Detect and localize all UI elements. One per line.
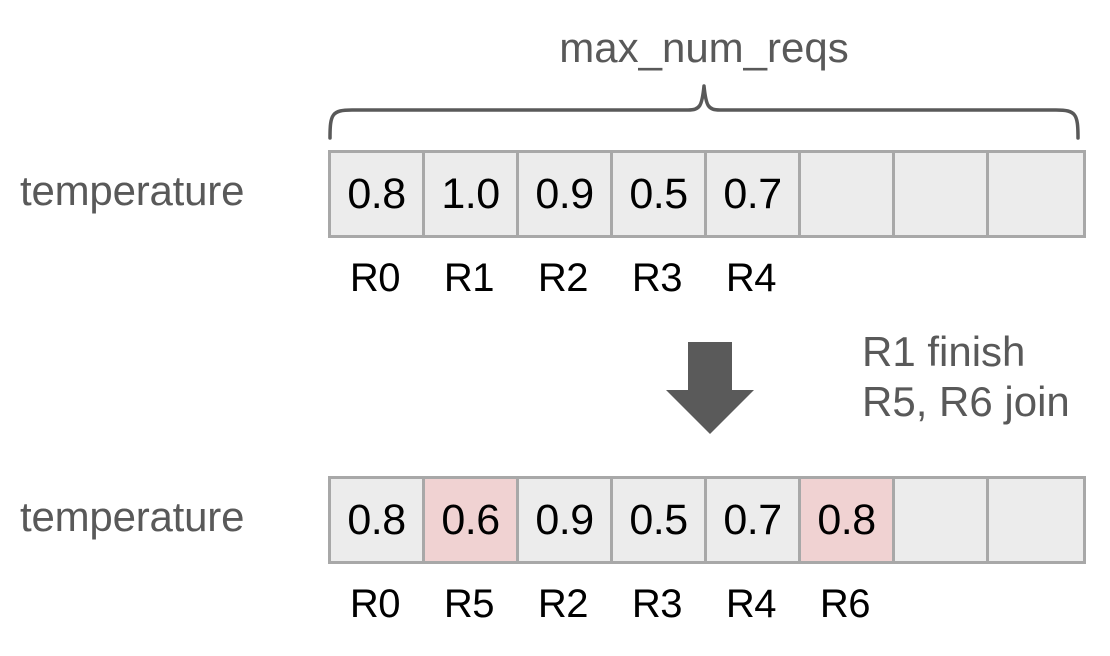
transition-annotation: R1 finish R5, R6 join <box>862 327 1070 427</box>
slot-label: R0 <box>349 582 401 626</box>
slot-label: R3 <box>631 582 683 626</box>
slot-label: R6 <box>819 582 871 626</box>
slot-label: R2 <box>537 582 589 626</box>
slot-label-empty <box>986 584 1080 624</box>
slot-label-row-after: R0 R5 R2 R3 R4 R6 <box>328 584 1080 624</box>
array-cell: 0.8 <box>331 479 425 561</box>
array-cell: 0.9 <box>519 153 613 235</box>
slot-label: R1 <box>443 256 495 300</box>
slot-label: R2 <box>537 256 589 300</box>
array-cell: 0.6 <box>425 479 519 561</box>
slot-label-empty <box>892 258 986 298</box>
slot-label: R3 <box>631 256 683 300</box>
array-cell: 0.7 <box>707 479 801 561</box>
down-arrow-icon <box>664 342 756 436</box>
slot-label-empty <box>986 258 1080 298</box>
annotation-line-2: R5, R6 join <box>862 378 1070 425</box>
array-cell-empty <box>801 153 895 235</box>
array-cell-empty <box>989 479 1083 561</box>
slot-label: R4 <box>725 256 777 300</box>
slot-label: R0 <box>349 256 401 300</box>
brace-caption: max_num_reqs <box>559 24 849 71</box>
slot-label-empty <box>798 258 892 298</box>
slot-label: R4 <box>725 582 777 626</box>
array-cell: 0.8 <box>801 479 895 561</box>
slot-label-empty <box>892 584 986 624</box>
array-cell: 0.9 <box>519 479 613 561</box>
array-cell-empty <box>989 153 1083 235</box>
array-cell: 0.5 <box>613 479 707 561</box>
slot-label: R5 <box>443 582 495 626</box>
slot-label-row-before: R0 R1 R2 R3 R4 <box>328 258 1080 298</box>
annotation-line-1: R1 finish <box>862 328 1026 375</box>
array-cell: 0.7 <box>707 153 801 235</box>
array-cell-empty <box>895 479 989 561</box>
array-cell: 0.8 <box>331 153 425 235</box>
curly-brace-icon <box>326 84 1082 140</box>
array-cell: 1.0 <box>425 153 519 235</box>
row-label-temperature-before: temperature <box>20 167 245 214</box>
array-cell: 0.5 <box>613 153 707 235</box>
array-cell-empty <box>895 153 989 235</box>
row-label-temperature-after: temperature <box>20 493 245 540</box>
